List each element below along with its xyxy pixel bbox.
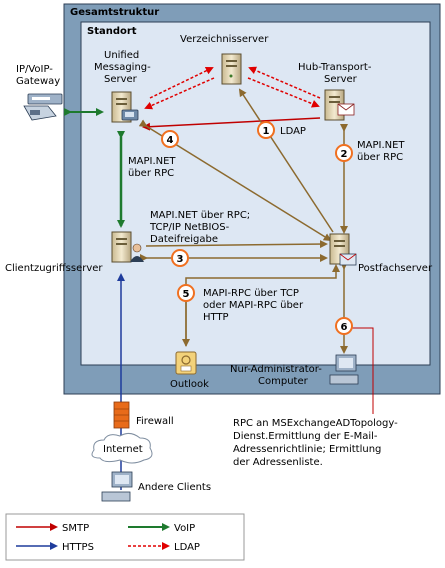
legend-https-label: HTTPS: [62, 542, 94, 553]
label-6-line-4: der Adressenliste.: [233, 457, 323, 468]
label-2-line-2: über RPC: [357, 152, 403, 163]
marker-3: 3: [171, 249, 189, 267]
marker-4: 4: [161, 130, 179, 148]
mailbox-server-icon: [329, 233, 357, 266]
hub-transport-icon: [324, 89, 355, 121]
um-server-label-1: Unified: [104, 50, 139, 61]
ldap-hub-to-directory-line: [248, 66, 321, 99]
voip-gateway-icon: [23, 93, 63, 121]
callout-6-line: [352, 327, 374, 414]
admin-computer-icon: [329, 354, 359, 385]
outlook-icon: [175, 351, 197, 375]
firewall-icon: [113, 401, 130, 429]
um-server-icon: [111, 91, 139, 123]
voip-gateway-label-1: IP/VoIP-: [16, 64, 53, 75]
hub-transport-label-2: Server: [324, 74, 358, 85]
label-2-line-1: MAPI.NET: [357, 140, 405, 151]
label-5-line-1: MAPI-RPC über TCP: [203, 288, 299, 299]
marker-6: 6: [335, 317, 353, 335]
internet-cloud-icon: [91, 432, 153, 464]
legend-voip-label: VoIP: [174, 523, 195, 534]
marker-2: 2: [335, 144, 353, 162]
label-4-line-2: über RPC: [128, 168, 174, 179]
legend-ldap-label: LDAP: [174, 542, 200, 553]
other-clients-icon: [101, 471, 133, 502]
directory-server-icon: [221, 53, 242, 85]
admin-computer-label-2: Computer: [258, 376, 309, 387]
label-6-line-1: RPC an MSExchangeADTopology-: [233, 418, 398, 429]
cas-mailbox-diagonal-line: [145, 240, 328, 249]
svg-text:4: 4: [167, 135, 174, 146]
forest-title: Gesamtstruktur: [70, 7, 159, 18]
marker-5: 5: [177, 284, 195, 302]
firewall-label: Firewall: [136, 416, 174, 427]
internet-label: Internet: [103, 444, 143, 455]
outlook-label: Outlook: [170, 379, 209, 390]
site-title: Standort: [87, 26, 137, 37]
label-6-line-2: Dienst.Ermittlung der E-Mail-: [233, 431, 378, 442]
um-server-label-2: Messaging-: [94, 62, 151, 73]
label-3-line-3: Dateifreigabe: [150, 234, 218, 245]
um-server-label-3: Server: [104, 74, 138, 85]
ldap-um-to-directory-line: [149, 67, 214, 99]
svg-text:2: 2: [341, 149, 348, 160]
svg-text:1: 1: [263, 126, 270, 137]
admin-computer-label-1: Nur-Administrator-: [230, 364, 322, 375]
label-3-line-2: TCP/IP NetBIOS-: [149, 222, 230, 233]
svg-text:5: 5: [183, 289, 190, 300]
client-access-server-icon: [111, 231, 144, 263]
svg-text:3: 3: [177, 254, 184, 265]
directory-server-label: Verzeichnisserver: [180, 34, 269, 45]
legend: SMTP HTTPS VoIP LDAP: [5, 513, 245, 561]
hub-transport-label-1: Hub-Transport-: [298, 62, 372, 73]
label-6-line-3: Adressenrichtlinie; Ermittlung: [233, 444, 381, 455]
label-3-line-1: MAPI.NET über RPC;: [150, 210, 250, 221]
other-clients-label: Andere Clients: [138, 482, 211, 493]
svg-text:6: 6: [341, 322, 348, 333]
ldap-directory-to-hub-line: [247, 77, 320, 108]
label-5-line-2: oder MAPI-RPC über: [203, 300, 304, 311]
label-4-line-1: MAPI.NET: [128, 156, 176, 167]
ldap-directory-to-um-line: [144, 77, 215, 110]
label-1-ldap: LDAP: [280, 126, 306, 137]
voip-gateway-label-2: Gateway: [16, 76, 60, 87]
mailbox-server-label: Postfachserver: [358, 263, 433, 274]
label-5-line-3: HTTP: [203, 312, 229, 323]
client-access-server-label: Clientzugriffsserver: [5, 263, 103, 274]
legend-smtp-label: SMTP: [62, 523, 89, 534]
marker-1: 1: [257, 121, 275, 139]
